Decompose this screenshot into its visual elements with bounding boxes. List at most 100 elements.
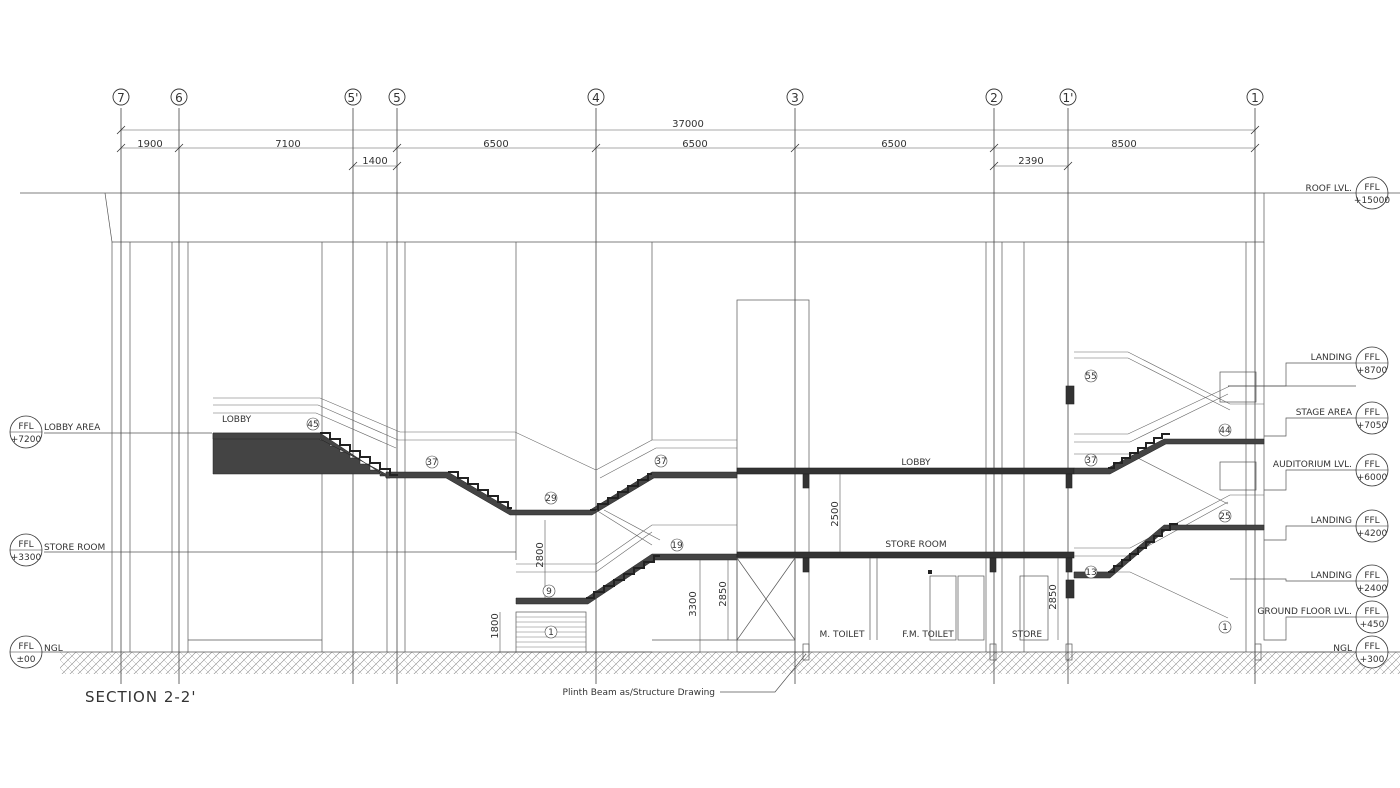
level-marker-landing-4200: FFL +4200 LANDING (1311, 509, 1389, 543)
height-dimensions (499, 474, 1059, 652)
plinth-stubs (802, 643, 1262, 661)
level-marker-left-ngl: FFL ±00 NGL (9, 635, 63, 669)
svg-text:FFL: FFL (1364, 460, 1379, 470)
svg-text:13: 13 (1085, 568, 1096, 578)
dim-span: 1900 (137, 139, 162, 150)
svg-text:NGL: NGL (44, 644, 63, 654)
grid-bubble-2: 2 (985, 88, 1003, 106)
section-title: SECTION 2-2' (85, 688, 196, 706)
svg-text:LOBBY AREA: LOBBY AREA (44, 423, 101, 433)
svg-text:FFL: FFL (1364, 183, 1379, 193)
level-marker-left-store: FFL +3300 STORE ROOM (9, 533, 105, 567)
dim-span: 6500 (881, 139, 906, 150)
svg-text:4: 4 (592, 91, 600, 105)
svg-text:55: 55 (1085, 372, 1096, 382)
svg-text:STORE ROOM: STORE ROOM (44, 543, 105, 553)
svg-text:+2400: +2400 (1357, 584, 1388, 594)
level-lines (44, 362, 1356, 653)
grid-bubble-7: 7 (112, 88, 130, 106)
left-upper-stair (212, 397, 738, 516)
svg-text:FFL: FFL (1364, 408, 1379, 418)
svg-text:37: 37 (655, 457, 666, 467)
svg-text:45: 45 (307, 420, 318, 430)
grid-bubble-5: 5 (388, 88, 406, 106)
column-stub (989, 557, 997, 573)
level-marker-auditorium: FFL +6000 AUDITORIUM LVL. (1273, 453, 1389, 487)
svg-text:+450: +450 (1360, 620, 1385, 630)
svg-text:37: 37 (1085, 456, 1096, 466)
dim-span: 6500 (682, 139, 707, 150)
svg-text:1: 1 (1251, 91, 1259, 105)
level-marker-landing-8700: FFL +8700 LANDING (1311, 346, 1389, 380)
svg-text:3: 3 (791, 91, 799, 105)
svg-text:25: 25 (1219, 512, 1230, 522)
svg-text:9: 9 (546, 587, 552, 597)
svg-text:6: 6 (175, 91, 183, 105)
room-label-fm-toilet: F.M. TOILET (902, 630, 954, 640)
dim-span: 6500 (483, 139, 508, 150)
svg-text:+8700: +8700 (1357, 366, 1388, 376)
svg-text:1: 1 (1222, 623, 1228, 633)
grid-bubble-3: 3 (786, 88, 804, 106)
room-label-store: STORE (1012, 630, 1043, 640)
svg-text:FFL: FFL (1364, 607, 1379, 617)
svg-text:44: 44 (1219, 426, 1231, 436)
grid-bubble-1: 1 (1246, 88, 1264, 106)
svg-text:+300: +300 (1360, 655, 1385, 665)
height-dim: 3300 (688, 591, 699, 616)
svg-text:LANDING: LANDING (1311, 571, 1352, 581)
svg-text:FFL: FFL (1364, 571, 1379, 581)
toilet-partitions (869, 558, 1049, 641)
building-outline (111, 242, 1284, 652)
svg-text:+6000: +6000 (1357, 473, 1388, 483)
svg-text:29: 29 (545, 494, 557, 504)
svg-text:±00: ±00 (17, 655, 36, 665)
interior-columns (129, 242, 1247, 652)
level-marker-stage-area: FFL +7050 STAGE AREA (1296, 401, 1389, 435)
svg-text:STAGE AREA: STAGE AREA (1296, 408, 1353, 418)
note-leader (720, 653, 807, 693)
svg-text:LANDING: LANDING (1311, 516, 1352, 526)
grid-bubbles: 7 6 5' 5 4 3 2 1' (112, 88, 1264, 106)
plinth-beam-note: Plinth Beam as/Structure Drawing (563, 688, 715, 698)
svg-text:1': 1' (1063, 91, 1074, 105)
svg-text:FFL: FFL (1364, 353, 1379, 363)
ground-hatch (60, 652, 1400, 674)
svg-text:NGL: NGL (1333, 644, 1352, 654)
lobby-slab (736, 467, 1075, 475)
svg-text:ROOF LVL.: ROOF LVL. (1305, 184, 1352, 194)
x-braced-panel (736, 557, 796, 641)
svg-text:FFL: FFL (1364, 516, 1379, 526)
svg-text:+4200: +4200 (1357, 529, 1388, 539)
svg-text:37: 37 (426, 458, 437, 468)
svg-text:2: 2 (990, 91, 998, 105)
svg-text:FFL: FFL (18, 642, 33, 652)
grid-bubble-6: 6 (170, 88, 188, 106)
height-dim: 2800 (535, 542, 546, 567)
svg-text:GROUND FLOOR LVL.: GROUND FLOOR LVL. (1257, 607, 1352, 617)
height-dim: 2850 (718, 581, 729, 606)
grid-bubble-1-prime: 1' (1059, 88, 1077, 106)
svg-text:+15000: +15000 (1354, 196, 1390, 206)
svg-text:7: 7 (117, 91, 125, 105)
level-marker-ground-floor: FFL +450 GROUND FLOOR LVL. (1257, 600, 1389, 634)
svg-text:5: 5 (393, 91, 401, 105)
svg-text:LANDING: LANDING (1311, 353, 1352, 363)
level-marker-landing-2400: FFL +2400 LANDING (1311, 564, 1389, 598)
height-dim: 1800 (490, 613, 501, 638)
level-marker-ngl-right: FFL +300 NGL (1333, 635, 1389, 669)
right-stair (1065, 351, 1265, 619)
store-room-slab (736, 551, 1075, 559)
dim-span: 8500 (1111, 139, 1136, 150)
svg-text:+7050: +7050 (1357, 421, 1388, 431)
svg-text:+7200: +7200 (11, 435, 42, 445)
height-dim: 2850 (1048, 584, 1059, 609)
svg-text:FFL: FFL (18, 422, 33, 432)
level-marker-roof: FFL +15000 ROOF LVL. (1305, 176, 1390, 210)
svg-text:1: 1 (548, 628, 554, 638)
svg-text:FFL: FFL (1364, 642, 1379, 652)
step-numbers: 45 37 37 29 19 9 1 55 44 37 25 13 1 (306, 369, 1232, 639)
svg-text:+3300: +3300 (11, 553, 42, 563)
room-label-m-toilet: M. TOILET (820, 630, 865, 640)
room-label-lobby-left: LOBBY (222, 415, 252, 425)
